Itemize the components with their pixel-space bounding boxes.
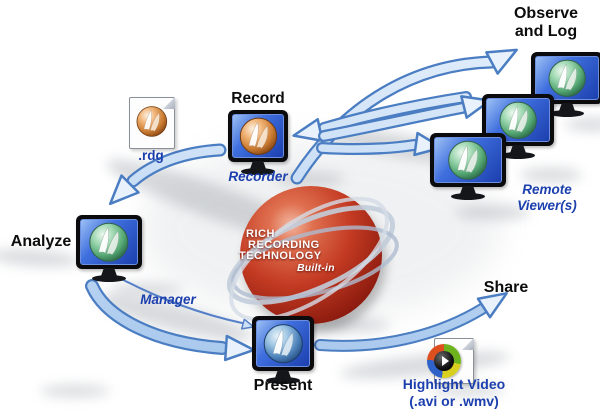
observe-log-line2: and Log bbox=[514, 22, 578, 40]
arrow-record-to-observe bbox=[290, 48, 518, 185]
monitor-stand bbox=[250, 161, 266, 169]
morae-orb-icon bbox=[543, 59, 591, 98]
sphere-text-line1: RICH bbox=[246, 228, 275, 240]
morae-orb-icon bbox=[239, 117, 278, 156]
arrow-record-to-analyze bbox=[108, 143, 227, 206]
present-monitor bbox=[252, 316, 314, 384]
media-player-icon bbox=[427, 344, 461, 378]
present-label: Present bbox=[253, 377, 313, 394]
arrow-record-to-viewer-3 bbox=[316, 131, 443, 157]
sphere-rings-icon bbox=[226, 196, 399, 322]
monitor-icon bbox=[76, 215, 142, 269]
monitor-stand bbox=[275, 370, 291, 378]
monitor-icon bbox=[430, 133, 506, 187]
morae-orb-icon bbox=[136, 105, 168, 138]
sphere-text-line3: TECHNOLOGY bbox=[239, 250, 322, 262]
monitor-shadow bbox=[455, 205, 530, 220]
monitor-shadow bbox=[110, 283, 182, 296]
monitor-icon bbox=[531, 52, 600, 104]
monitor-base bbox=[451, 193, 485, 200]
arrow-present-to-share bbox=[314, 292, 508, 352]
highlight-video-label: Highlight Video (.avi or .wmv) bbox=[392, 376, 516, 409]
remote-viewers-line2: Viewer(s) bbox=[517, 197, 577, 213]
share-label: Share bbox=[483, 279, 529, 296]
record-monitor bbox=[228, 110, 288, 175]
monitor-stand bbox=[510, 145, 526, 153]
remote-viewers-label: Remote Viewer(s) bbox=[502, 182, 592, 214]
manager-connector-line bbox=[115, 275, 255, 330]
monitor-stand bbox=[460, 186, 476, 194]
monitor-shadow bbox=[565, 118, 600, 131]
recorder-label: Recorder bbox=[228, 169, 288, 184]
rdg-label: .rdg bbox=[138, 148, 164, 163]
highlight-video-line2: (.avi or .wmv) bbox=[409, 392, 499, 409]
monitor-base bbox=[501, 152, 535, 159]
manager-label: Manager bbox=[140, 292, 196, 307]
record-label: Record bbox=[231, 90, 285, 107]
sphere-text-line2: RECORDING bbox=[248, 239, 320, 251]
sphere-text-builtin: Built-in bbox=[297, 262, 335, 274]
arrow-viewers-to-record bbox=[292, 91, 472, 143]
remote-viewer-monitor-1 bbox=[531, 52, 600, 117]
monitor-icon bbox=[228, 110, 288, 162]
icon-shadow bbox=[430, 385, 505, 396]
monitor-stand bbox=[559, 103, 575, 111]
monitor-base bbox=[92, 275, 126, 282]
remote-viewers-line1: Remote bbox=[522, 182, 572, 197]
analyze-label: Analyze bbox=[10, 233, 72, 250]
morae-orb-icon bbox=[442, 140, 493, 180]
rdg-file-icon bbox=[129, 97, 175, 149]
monitor-icon bbox=[252, 316, 314, 371]
morae-orb-icon bbox=[263, 323, 304, 364]
morae-orb-icon bbox=[87, 222, 131, 262]
remote-viewer-monitor-3 bbox=[430, 133, 506, 200]
observe-log-label: Observe and Log bbox=[496, 5, 596, 41]
page-fold bbox=[462, 338, 474, 350]
monitor-shadow bbox=[520, 168, 582, 182]
monitor-base bbox=[241, 168, 275, 175]
highlight-video-line1: Highlight Video bbox=[402, 376, 506, 392]
play-icon bbox=[441, 356, 449, 366]
monitor-base bbox=[266, 377, 300, 384]
observe-log-line1: Observe bbox=[513, 5, 579, 22]
monitor-base bbox=[550, 110, 584, 117]
analyze-monitor bbox=[76, 215, 142, 282]
arrow-analyze-to-present bbox=[85, 279, 256, 362]
highlight-video-icon bbox=[427, 338, 474, 384]
ground-shadow bbox=[40, 385, 110, 397]
monitor-stand bbox=[101, 268, 117, 276]
